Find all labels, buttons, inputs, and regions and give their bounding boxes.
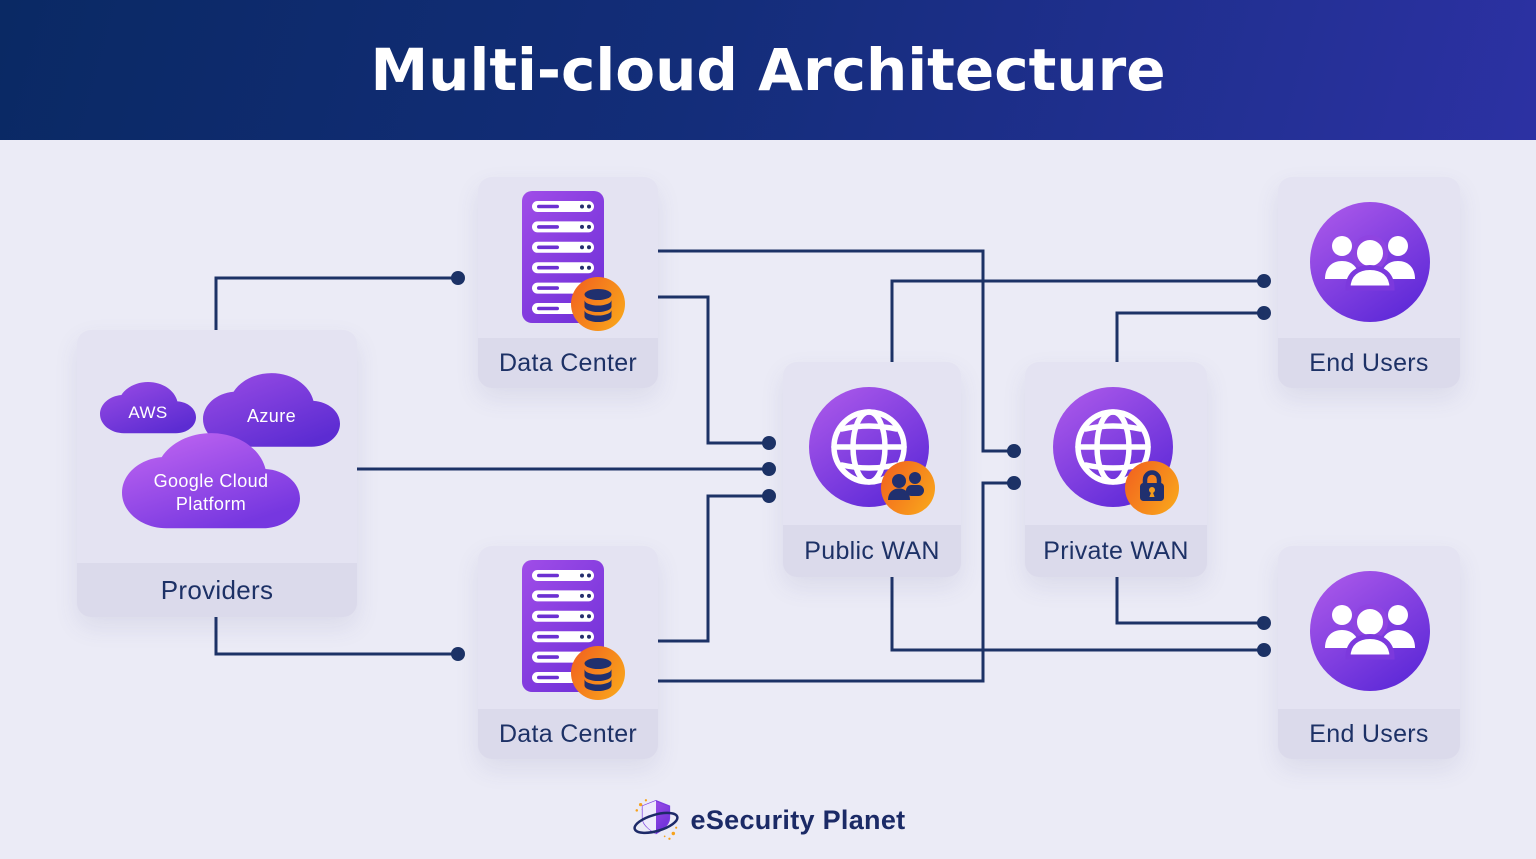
cloud-icon bbox=[203, 373, 340, 447]
public-wan-label: Public WAN bbox=[783, 525, 961, 577]
aws-cloud: AWS bbox=[100, 375, 196, 439]
node-end-users-bottom: End Users bbox=[1278, 546, 1460, 759]
node-public-wan: Public WAN bbox=[783, 362, 961, 577]
database-badge-icon bbox=[571, 646, 625, 700]
gcp-label: Google Cloud Platform bbox=[153, 471, 269, 514]
node-data-center-top: Data Center bbox=[478, 177, 658, 388]
data-center-bottom-label: Data Center bbox=[478, 709, 658, 759]
database-badge-icon bbox=[571, 277, 625, 331]
user-group-icon bbox=[1310, 202, 1430, 322]
cloud-icon bbox=[122, 433, 300, 529]
end-users-bottom-label: End Users bbox=[1278, 709, 1460, 759]
cloud-icon bbox=[100, 382, 196, 434]
gcp-cloud: Google Cloud Platform bbox=[122, 420, 300, 539]
data-center-top-label: Data Center bbox=[478, 338, 658, 388]
page-title: Multi-cloud Architecture bbox=[370, 36, 1166, 104]
brand-name: eSecurity Planet bbox=[690, 804, 906, 835]
connector-dots bbox=[451, 271, 1271, 661]
azure-label: Azure bbox=[246, 405, 297, 426]
user-group-icon bbox=[1310, 571, 1430, 691]
users-badge-icon bbox=[881, 461, 935, 515]
globe-icon bbox=[1053, 387, 1179, 515]
lock-badge-icon bbox=[1125, 461, 1179, 515]
providers-cloud-area: Azure AWS Google Cloud Platform bbox=[77, 330, 357, 563]
aws-label: AWS bbox=[128, 403, 168, 423]
shield-logo-icon bbox=[632, 799, 679, 840]
node-end-users-top: End Users bbox=[1278, 177, 1460, 388]
azure-cloud: Azure bbox=[203, 363, 340, 455]
private-wan-label: Private WAN bbox=[1025, 525, 1207, 577]
server-icon bbox=[522, 560, 625, 700]
end-users-top-label: End Users bbox=[1278, 338, 1460, 388]
server-icon bbox=[522, 191, 625, 331]
node-providers: Azure AWS Google Cloud Platform Provider… bbox=[77, 330, 357, 617]
node-data-center-bottom: Data Center bbox=[478, 546, 658, 759]
providers-label: Providers bbox=[77, 563, 357, 617]
globe-icon bbox=[809, 387, 935, 515]
node-private-wan: Private WAN bbox=[1025, 362, 1207, 577]
title-banner: Multi-cloud Architecture bbox=[0, 0, 1536, 140]
footer-brand: eSecurity Planet bbox=[0, 792, 1536, 848]
